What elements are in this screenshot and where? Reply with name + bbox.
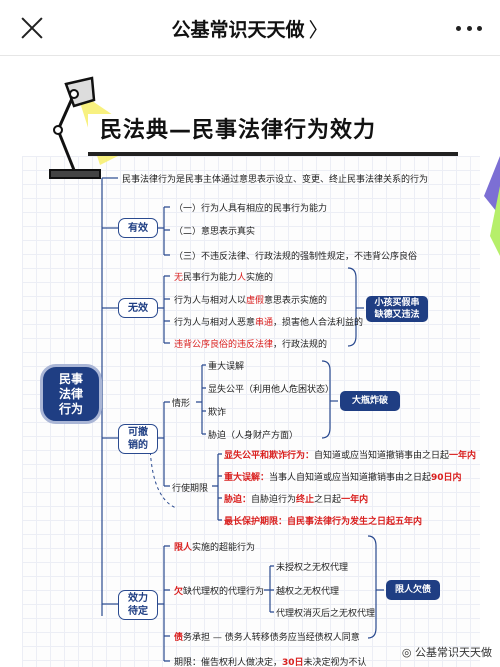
definition-text: 民事法律行为是民事主体通过意思表示设立、变更、终止民事法律关系的行为 <box>122 175 429 185</box>
pending-node: 效力待定 <box>118 590 158 620</box>
tag-line: 小孩买假串 <box>374 298 420 308</box>
title-wrap: 公基常识天天做 〉 <box>0 0 500 56</box>
circumstance-item: 欺诈 <box>208 408 227 418</box>
circumstance-label: 情形 <box>172 399 191 409</box>
node-label-line: 效力 <box>128 593 148 604</box>
revocable-mnemonic-tag: 大瓶炸破 <box>340 391 400 411</box>
period-item: 胁迫：自胁迫行为终止之日起一年内 <box>224 495 369 505</box>
debt-item: 债务承担 — 债务人转移债务应当经债权人同意 <box>174 633 360 643</box>
revocable-node: 可撤销的 <box>118 424 158 454</box>
grid-paper-background <box>22 156 480 667</box>
pending-period: 期限：催告权利人做决定，30日未决定视为不认 <box>174 658 367 667</box>
root-label-line: 民事 <box>58 371 83 386</box>
watermark: ◎ 公基常识天天做 <box>402 644 492 660</box>
invalid-mnemonic-tag: 小孩买假串缺德又违法 <box>366 296 428 322</box>
node-label-line: 销的 <box>128 440 148 451</box>
circumstance-item: 胁迫（人身财产方面） <box>208 431 299 441</box>
period-item: 最长保护期限：自民事法律行为发生之日起五年内 <box>224 517 423 527</box>
period-item: 重大误解：当事人自知道或应当知道撤销事由之日起90日内 <box>224 473 462 483</box>
agency-item: 越权之无权代理 <box>276 587 340 597</box>
wechat-icon: ◎ <box>401 646 415 659</box>
heading-underline <box>88 114 458 156</box>
top-bar: 公基常识天天做 〉 <box>0 0 500 56</box>
node-label-line: 可撤 <box>128 427 148 438</box>
root-label-line: 行为 <box>58 401 83 416</box>
close-icon[interactable] <box>18 14 46 42</box>
circumstance-item: 显失公平（利用他人危困状态） <box>208 385 335 395</box>
decorative-stripes <box>484 156 500 256</box>
agency-label: 欠缺代理权的代理行为 <box>174 587 265 597</box>
pending-mnemonic-tag: 限人欠债 <box>386 580 440 600</box>
chevron-right-icon[interactable]: 〉 <box>308 17 329 42</box>
valid-node: 有效 <box>118 218 158 238</box>
article-image: 民法典—民事法律行为效力 <box>0 56 500 667</box>
pending-item: 限人实施的超能行为 <box>174 543 256 553</box>
watermark-text: 公基常识天天做 <box>415 646 492 659</box>
invalid-node: 无效 <box>118 298 158 318</box>
root-node: 民事 法律 行为 <box>40 364 102 424</box>
article-heading: 民法典—民事法律行为效力 <box>100 118 377 143</box>
agency-item: 未授权之无权代理 <box>276 563 349 573</box>
period-item: 显失公平和欺诈行为：自知道或应当知道撤销事由之日起一年内 <box>224 451 477 461</box>
invalid-item: 行为人与相对人恶意串通，损害他人合法利益的 <box>174 318 364 328</box>
invalid-item: 无民事行为能力人实施的 <box>174 273 274 283</box>
invalid-item: 行为人与相对人以虚假意思表示实施的 <box>174 296 328 306</box>
invalid-item: 违背公序良俗的违反法律，行政法规的 <box>174 340 328 350</box>
root-label-line: 法律 <box>58 386 83 401</box>
valid-item: （二）意思表示真实 <box>174 227 256 237</box>
tag-line: 缺德又违法 <box>374 310 420 320</box>
agency-item: 代理权消灭后之无权代理 <box>276 609 376 619</box>
tree-connectors <box>101 177 384 662</box>
account-title[interactable]: 公基常识天天做 <box>171 18 305 41</box>
valid-item: （三）不违反法律、行政法规的强制性规定，不违背公序良俗 <box>174 252 418 262</box>
period-label: 行使期限 <box>172 484 209 494</box>
node-label-line: 待定 <box>128 606 148 617</box>
circumstance-item: 重大误解 <box>208 362 245 372</box>
more-dots-icon[interactable] <box>456 21 482 35</box>
valid-item: （一）行为人具有相应的民事行为能力 <box>174 204 328 214</box>
